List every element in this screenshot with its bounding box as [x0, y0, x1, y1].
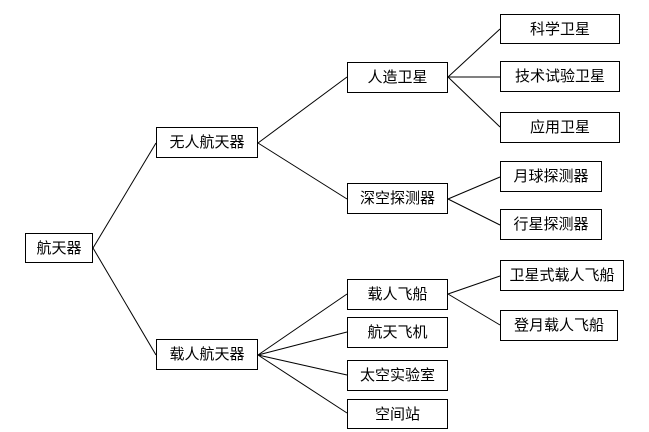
link-deepspace-lunar — [447, 176, 501, 200]
link-spacecraft-lunar — [447, 293, 501, 326]
link-unmanned-satellites — [257, 76, 348, 144]
link-root-manned — [92, 247, 157, 356]
link-root-unmanned — [92, 142, 157, 249]
link-manned-lab — [257, 354, 348, 376]
link-manned-spacecraft — [257, 293, 348, 356]
node-lunar-crewed-ship: 登月载人飞船 — [500, 310, 618, 341]
link-manned-shuttle — [257, 331, 348, 356]
node-orbital-crewed-ship: 卫星式载人飞船 — [500, 260, 624, 291]
link-deepspace-planet — [447, 198, 501, 226]
node-tech-test-satellite: 技术试验卫星 — [500, 61, 620, 92]
link-spacecraft-orbital — [447, 275, 501, 295]
node-lunar-probe: 月球探测器 — [500, 161, 602, 192]
link-manned-station — [257, 354, 348, 414]
node-planetary-probe: 行星探测器 — [500, 209, 602, 240]
node-space-laboratory: 太空实验室 — [347, 360, 448, 391]
link-satellites-application — [447, 76, 501, 128]
node-crewed-spaceship: 载人飞船 — [347, 279, 448, 310]
link-satellites-science — [447, 28, 501, 78]
node-science-satellite: 科学卫星 — [500, 14, 620, 44]
node-manned-spacecraft: 载人航天器 — [156, 339, 258, 370]
node-artificial-satellite: 人造卫星 — [347, 62, 448, 93]
node-application-satellite: 应用卫星 — [500, 112, 620, 143]
node-space-shuttle: 航天飞机 — [347, 317, 448, 348]
node-spacecraft-root: 航天器 — [25, 233, 93, 263]
node-unmanned-spacecraft: 无人航天器 — [156, 127, 258, 158]
node-space-station: 空间站 — [347, 399, 448, 429]
link-unmanned-deepspace — [257, 142, 348, 200]
node-deep-space-probe: 深空探测器 — [347, 183, 448, 214]
